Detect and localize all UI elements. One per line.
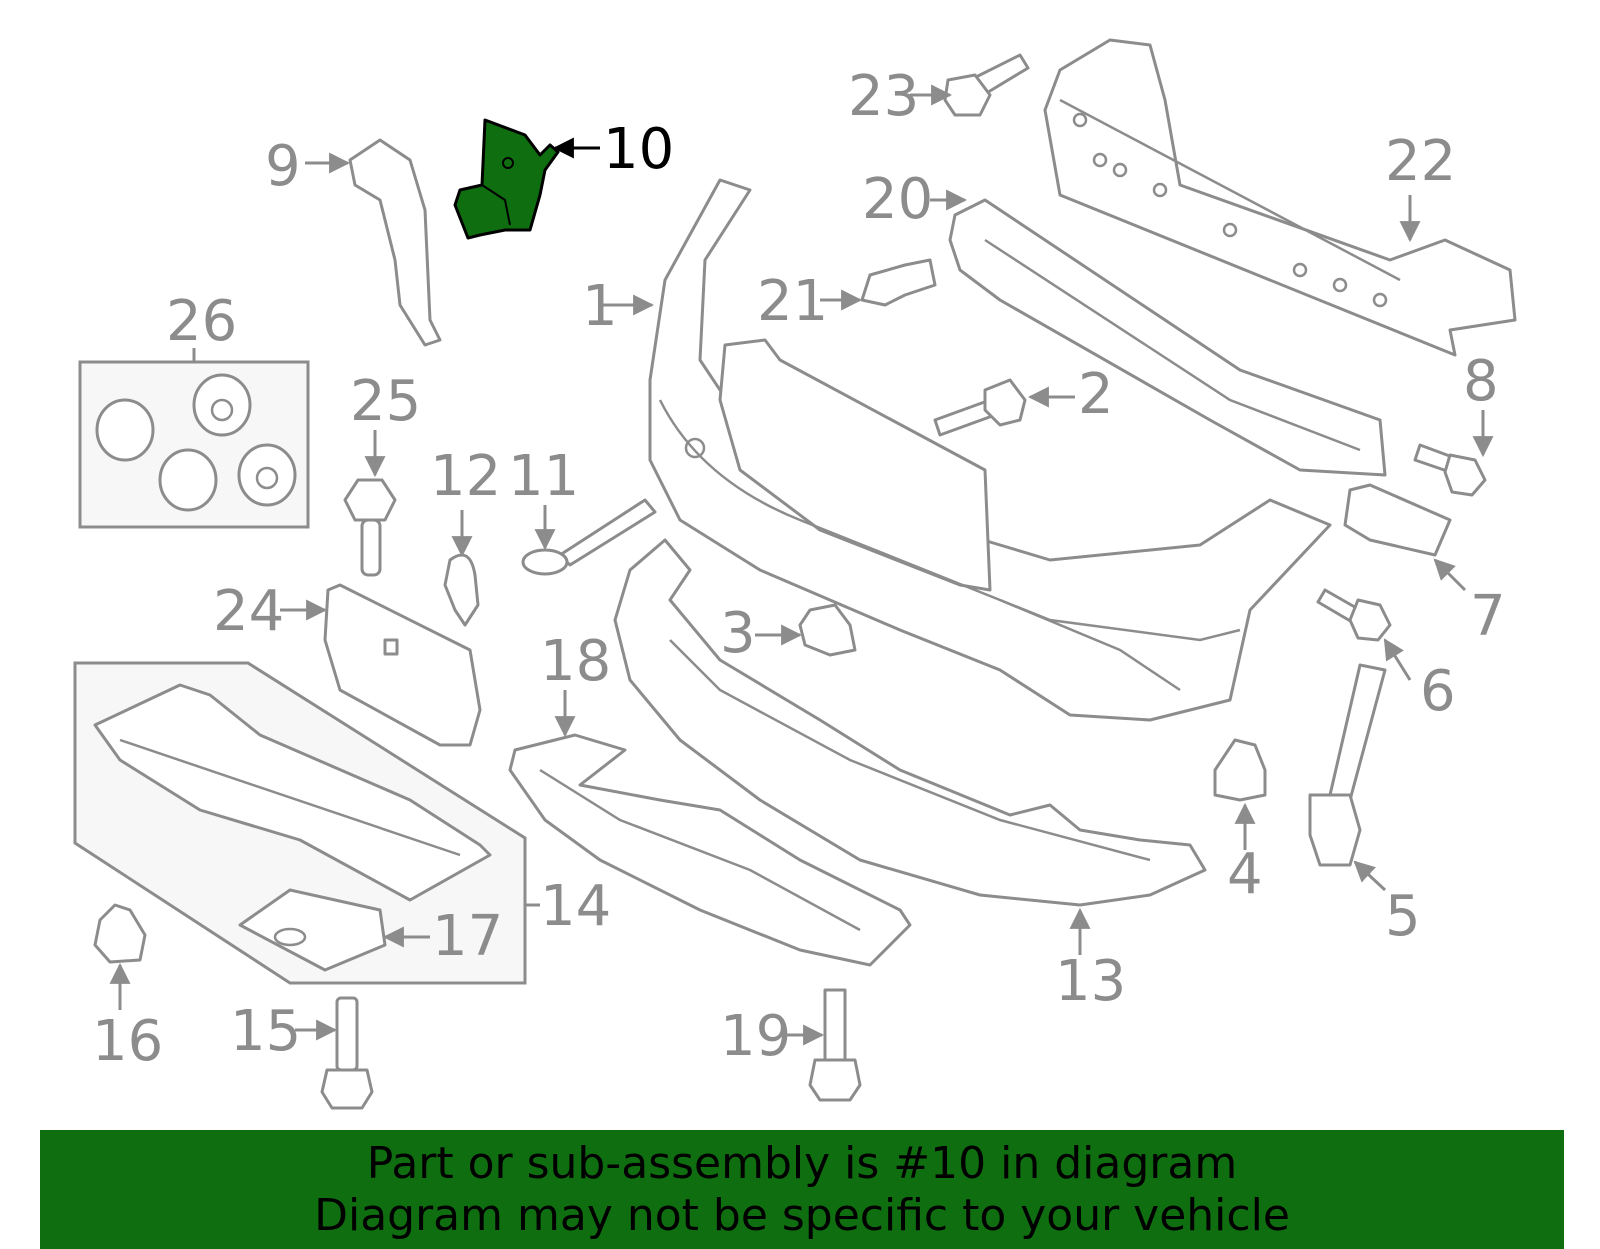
callout-11: 11 xyxy=(508,444,579,509)
callout-21: 21 xyxy=(757,269,828,334)
callout-2: 2 xyxy=(1078,362,1114,427)
callout-13: 13 xyxy=(1055,949,1126,1014)
part-20-absorber xyxy=(948,198,1387,477)
callout-26: 26 xyxy=(166,289,237,354)
part-16-clip xyxy=(93,903,147,964)
callout-23: 23 xyxy=(848,64,919,129)
banner-line-1: Part or sub-assembly is #10 in diagram xyxy=(366,1138,1238,1189)
part-18-lower-support xyxy=(508,733,912,967)
part-3-clip xyxy=(798,603,857,657)
part-26-clip-kit xyxy=(78,360,310,529)
callout-22: 22 xyxy=(1385,129,1456,194)
callout-25: 25 xyxy=(350,369,421,434)
leader-lines xyxy=(109,84,1494,1046)
disclaimer-banner: Part or sub-assembly is #10 in diagram D… xyxy=(40,1130,1564,1249)
callout-20: 20 xyxy=(862,167,933,232)
part-4-clip xyxy=(1213,738,1267,802)
callout-17: 17 xyxy=(432,904,503,969)
part-6-bolt xyxy=(1316,588,1392,642)
callout-10: 10 xyxy=(603,117,674,182)
callout-1: 1 xyxy=(582,274,618,339)
part-12-cap xyxy=(443,553,480,627)
callout-14: 14 xyxy=(540,874,611,939)
part-14-undercover-assembly xyxy=(73,661,527,985)
banner-line-2: Diagram may not be specific to your vehi… xyxy=(314,1190,1290,1241)
part-9-bracket xyxy=(348,138,442,347)
callout-16: 16 xyxy=(92,1009,163,1074)
callout-12: 12 xyxy=(430,444,501,509)
callout-15: 15 xyxy=(230,999,301,1064)
callout-9: 9 xyxy=(265,134,301,199)
callout-5: 5 xyxy=(1385,884,1421,949)
part-7-bracket xyxy=(1343,483,1452,557)
part-15-bolt xyxy=(320,996,374,1110)
part-2-bolt xyxy=(933,378,1027,437)
part-21-clip xyxy=(860,258,937,307)
callout-7: 7 xyxy=(1470,584,1506,649)
part-13-lower-lip xyxy=(613,538,1207,907)
callout-24: 24 xyxy=(213,579,284,644)
part-19-bolt xyxy=(808,988,862,1102)
part-22-reinforcement-beam xyxy=(1043,38,1517,357)
part-1-bumper-cover xyxy=(648,178,1332,722)
callout-4: 4 xyxy=(1227,842,1263,907)
part-11-plug xyxy=(521,498,657,576)
part-10-highlighted-bracket xyxy=(453,118,560,240)
callout-labels: 1 2 3 4 5 6 7 8 9 10 11 12 13 14 15 16 1… xyxy=(92,64,1506,1074)
part-8-bolt xyxy=(1413,443,1487,497)
part-25-bolt xyxy=(343,478,397,577)
callout-6: 6 xyxy=(1420,659,1456,724)
callout-19: 19 xyxy=(720,1004,791,1069)
callout-8: 8 xyxy=(1463,349,1499,414)
callout-18: 18 xyxy=(540,629,611,694)
part-23-bolt xyxy=(943,53,1030,117)
part-24-deflector xyxy=(323,583,482,747)
callout-3: 3 xyxy=(720,601,756,666)
part-5-side-bracket xyxy=(1308,663,1387,867)
